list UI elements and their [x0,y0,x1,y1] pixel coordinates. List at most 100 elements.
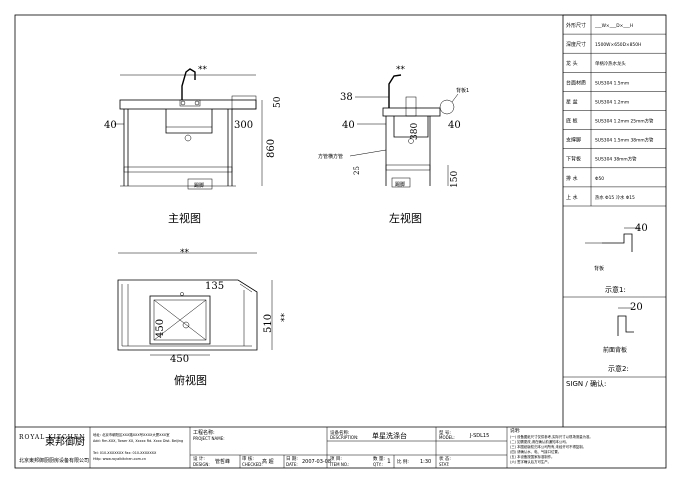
front-sink-bowl [165,109,213,134]
front-drain [184,134,192,142]
brand-name-cn: 東邦御厨 [45,435,85,448]
spec-row-value: SUS304 1.5mm [595,80,629,86]
model-label: 型 号: [439,429,451,436]
plan-dim-rim: 135 [205,281,224,292]
note-3: (三) 本图纸版权归本公司所有,未经许可不得复制。 [510,444,586,449]
front-dim-side: 40 [104,120,117,131]
side-dim-depth: 380 [410,123,420,140]
front-faucet [181,68,196,100]
brand-name: ROYAL KITCHEN [19,434,85,441]
drawing-border [14,14,667,469]
spec-row-value: 1500W×650D×850H [595,42,641,48]
spec-row-value: ___W×___D×___H [594,23,633,29]
address-line-2: Add: Rm.XXX, Tower XX, Xxxxx Rd. Xxxx Di… [93,439,183,443]
plan-view-title: 俯视图 [174,373,207,387]
spec-row-value: SUS304 1.2mm 25mm方管 [595,118,654,125]
qty-label: 数 量: [373,455,385,462]
plan-dim-depth: 510 [263,314,274,333]
side-note-backsplash: 背板1 [456,87,469,94]
note-6: (六) 签字确认后方可生产。 [510,459,551,464]
spec-row-label: 支撑脚 [566,137,581,144]
front-asterisk: ** [198,65,208,75]
note-2: (二) 如需更改,请在确认前通知本公司。 [510,439,569,444]
side-dim-top: 38 [340,92,353,103]
designer-name: 管哲峰 [215,458,230,465]
design-label-en: DESIGN: [193,462,210,467]
spec-row-label: 排 水 [566,175,578,182]
side-dim-right: 40 [448,120,461,131]
side-faucet [388,74,402,108]
spec-row-label: 上 水 [566,194,578,201]
detail1-dim: 40 [635,223,648,234]
detail2-note: 前面背板 [603,346,627,354]
model-value: J-SDL15 [469,433,489,439]
project-label-en: PROJECT NAME: [193,436,225,441]
side-kickplate [391,177,411,188]
plan-dim-top: ** [180,248,190,258]
side-view: 踢脚 ** 38 40 380 40 背板1 方管横方管 25 150 左视图 [318,65,469,225]
status-label-en: STAT: [439,462,449,467]
front-kickplate [187,178,213,190]
detail1-caption: 示意1: [605,285,626,294]
note-4: (四) 请确认水、电、气接口位置。 [510,449,561,454]
address-line-3: Tel: 010-XXXXXXX Fax: 010-XXXXXXX [92,451,157,455]
plan-sink-bowl [149,295,211,345]
front-undershelf [123,166,233,173]
detail1-note: 背板 [594,265,604,272]
checker-name: 高 超 [262,458,274,465]
detail-2: 20 前面背板 示意2: [603,302,643,373]
spec-row-label: 下背板 [566,156,581,163]
address-line-4: Http: www.royalkitchen.com.cn [93,457,146,461]
notes-title: 说明: [510,427,521,434]
check-label: 审 核: [242,455,254,462]
front-countertop [119,99,257,110]
description-value: 单星洗涤台 [372,431,407,440]
description-label: 设备名称: [330,429,350,436]
date-label-en: DATE: [286,462,298,467]
spec-row-value: 热水 Φ15 冷水 Φ15 [595,194,635,201]
address-line-1: 地址: 北京市朝阳区XXX路XXX号XXXX大厦XXX室 [93,432,170,437]
item-label-en: ITEM NO.: [330,462,349,467]
scale-label: 比 例: [397,458,409,465]
side-note-tube: 方管横方管 [318,153,343,160]
spec-row-label: 台面材质 [566,79,586,86]
plan-outline [117,279,258,351]
qty-value: 1 [387,458,391,465]
spec-row-value: SUS304 38mm方管 [595,156,637,163]
front-view: 踢脚 ** 40 300 50 860 主视图 [104,65,283,225]
front-dim-depth: 300 [234,120,253,131]
plan-view: ** 135 450 450 510 ** 俯视图 [117,248,290,387]
spec-row-value: SUS304 1.5mm 38mm方管 [595,137,654,144]
spec-row-label: 外形尺寸 [566,22,586,29]
sign-label[interactable]: SIGN / 确认: [566,379,606,388]
side-dim-side: 40 [342,120,355,131]
plan-dim-bowl-depth: 450 [155,319,166,338]
description-label-en: DESCRIPTION: [330,435,358,440]
side-view-title: 左视图 [389,211,422,225]
front-view-title: 主视图 [168,211,201,225]
side-detail-marker [439,99,455,115]
detail2-caption: 示意2: [608,364,629,373]
plan-dim-overall: ** [280,313,290,323]
front-dim-height: 860 [266,139,277,158]
side-dim-low: 25 [353,166,361,175]
date-value: 2007-03-08 [302,459,331,465]
detail2-dim: 20 [630,302,643,313]
spec-row-value: Φ50 [595,176,604,182]
front-backsplash [231,95,257,110]
spec-row-value: 单柄冷热水龙头 [595,60,626,67]
note-1: (一) 设备图纸尺寸仅供参考,实际尺寸以现场测量为准。 [510,434,593,439]
title-block: ROYAL KITCHEN 東邦御厨 北京東邦御厨厨房设备有限公司 地址: 北京… [19,427,593,468]
date-label: 日 期: [286,456,298,462]
qty-label-en: QTY.: [373,462,383,467]
spec-row-label: 底 板 [566,118,578,125]
spec-row-label: 星 盆 [566,98,578,105]
detail-1: 40 背板 示意1: [585,223,648,294]
front-kick-label: 踢脚 [194,182,204,189]
side-asterisk: ** [396,65,406,75]
design-label: 设 计: [193,455,205,462]
plan-dim-bowl-width: 450 [170,354,189,365]
check-label-en: CHECKED: [242,462,263,467]
side-kick-label: 踢脚 [395,181,405,188]
